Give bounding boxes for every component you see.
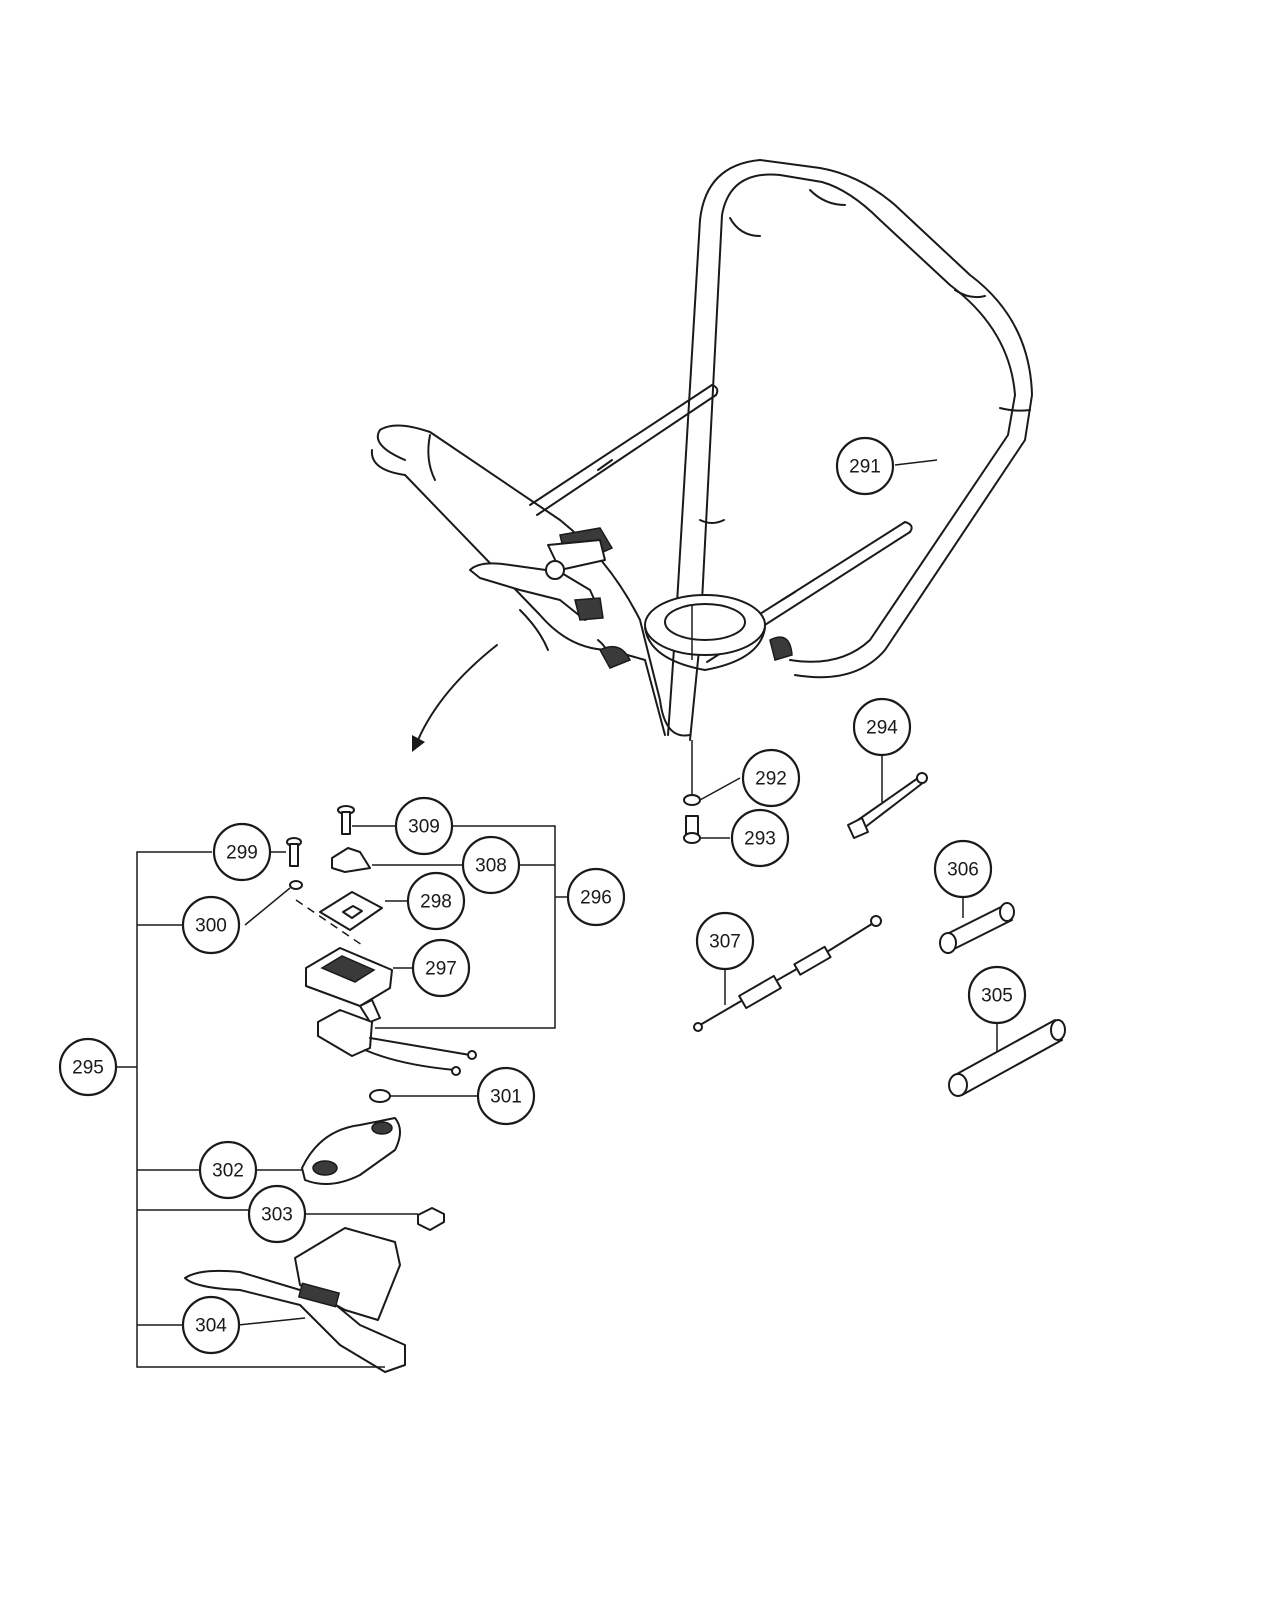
callout-circle — [181, 895, 241, 955]
leader-lines — [115, 459, 998, 1368]
callout-303: 303 — [247, 1184, 307, 1244]
callout-circle — [212, 822, 272, 882]
callout-circle — [852, 697, 912, 757]
callout-circle — [198, 1140, 258, 1200]
washer-292 — [683, 794, 701, 806]
callout-label: 308 — [475, 856, 507, 877]
callout-label: 298 — [420, 892, 452, 913]
callout-label: 301 — [490, 1087, 522, 1108]
callout-label: 296 — [580, 888, 612, 909]
lever-304 — [184, 1227, 406, 1373]
callout-294: 294 — [852, 697, 912, 757]
callout-label: 291 — [849, 457, 881, 478]
switch-housing-297 — [305, 947, 393, 1023]
block-308 — [331, 847, 371, 873]
callout-label: 292 — [755, 769, 787, 790]
switch-wires — [317, 1009, 477, 1076]
sleeve-305 — [948, 1019, 1066, 1097]
callout-label: 304 — [195, 1316, 227, 1337]
callout-label: 305 — [981, 986, 1013, 1007]
callout-circle — [933, 839, 993, 899]
sleeve-306 — [939, 902, 1015, 954]
assembly-arrow — [412, 644, 498, 752]
callout-298: 298 — [406, 871, 466, 931]
callout-label: 297 — [425, 959, 457, 980]
screw-293 — [683, 815, 701, 844]
callout-307: 307 — [695, 911, 755, 971]
callout-circle — [394, 796, 454, 856]
callout-300: 300 — [181, 895, 241, 955]
clamp-302 — [301, 1117, 401, 1185]
callout-circle — [835, 436, 895, 496]
callout-label: 295 — [72, 1058, 104, 1079]
callout-circle — [730, 808, 790, 868]
callout-circle — [967, 965, 1027, 1025]
callout-circle — [247, 1184, 307, 1244]
callout-circle — [58, 1037, 118, 1097]
callout-302: 302 — [198, 1140, 258, 1200]
washer-301 — [369, 1089, 391, 1103]
callout-296: 296 — [566, 867, 626, 927]
callout-297: 297 — [411, 938, 471, 998]
callout-305: 305 — [967, 965, 1027, 1025]
callout-circle — [695, 911, 755, 971]
callout-309: 309 — [394, 796, 454, 856]
callout-308: 308 — [461, 835, 521, 895]
callout-circle — [181, 1295, 241, 1355]
pin-294 — [847, 772, 928, 839]
washer-300 — [289, 880, 303, 890]
handle-frame — [370, 159, 1033, 741]
callout-299: 299 — [212, 822, 272, 882]
callout-circle — [741, 748, 801, 808]
callout-306: 306 — [933, 839, 993, 899]
nut-303 — [417, 1207, 445, 1231]
callout-circle — [476, 1066, 536, 1126]
callout-circle — [411, 938, 471, 998]
callout-label: 306 — [947, 860, 979, 881]
callout-295: 295 — [58, 1037, 118, 1097]
callout-group: 291 292 293 294 295 296 297 298 299 300 301 302 303 3… — [58, 436, 1027, 1355]
gasket-298 — [319, 891, 383, 931]
callout-label: 300 — [195, 916, 227, 937]
callout-293: 293 — [730, 808, 790, 868]
callout-292: 292 — [741, 748, 801, 808]
callout-291: 291 — [835, 436, 895, 496]
callout-circle — [566, 867, 626, 927]
callout-301: 301 — [476, 1066, 536, 1126]
callout-label: 307 — [709, 932, 741, 953]
callout-label: 299 — [226, 843, 258, 864]
callout-label: 302 — [212, 1161, 244, 1182]
callout-label: 309 — [408, 817, 440, 838]
callout-circle — [461, 835, 521, 895]
callout-label: 303 — [261, 1205, 293, 1226]
throttle-cable-307 — [693, 915, 882, 1032]
callout-304: 304 — [181, 1295, 241, 1355]
screw-299 — [286, 837, 302, 867]
screw-309 — [337, 805, 355, 835]
callout-label: 293 — [744, 829, 776, 850]
callout-label: 294 — [866, 718, 898, 739]
callout-circle — [406, 871, 466, 931]
